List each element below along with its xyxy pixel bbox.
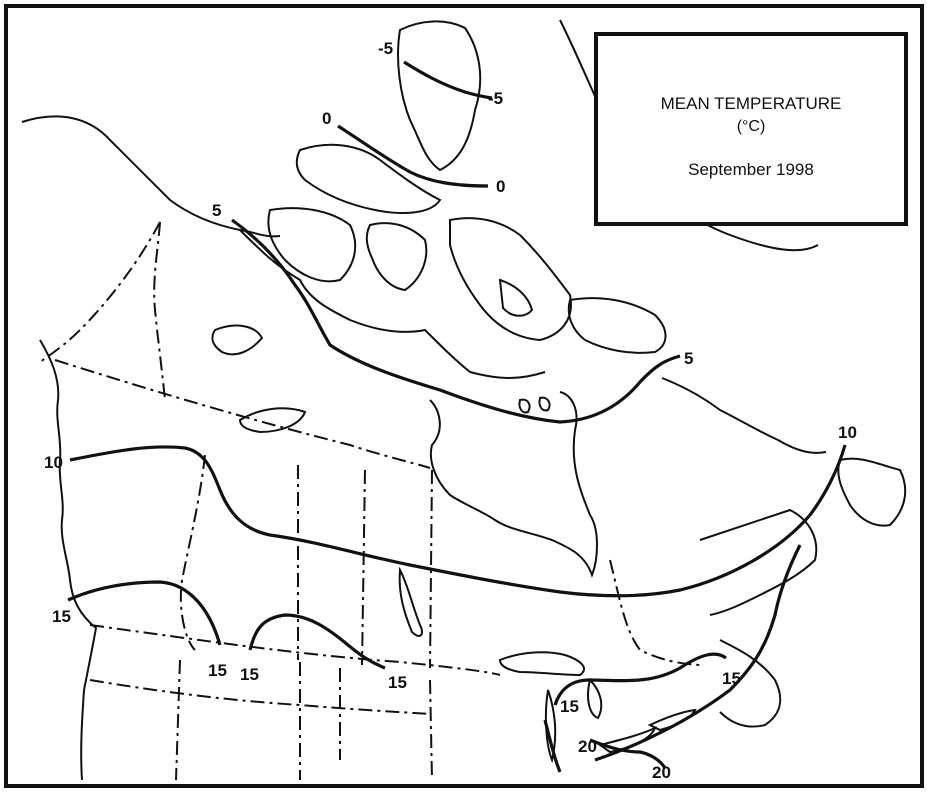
ontario-quebec: [609, 559, 701, 666]
yukon-nwt: [153, 221, 166, 401]
newfoundland: [837, 457, 907, 527]
legend-title: MEAN TEMPERATURE: [660, 94, 842, 113]
lake-winnipeg: [398, 566, 423, 637]
territories-southern-boundary: [54, 359, 431, 469]
isotherm-15-west: [67, 580, 222, 646]
isotherm-15-east: [553, 652, 727, 706]
legend-box: MEAN TEMPERATURE (°C) September 1998: [594, 32, 908, 226]
label-15-d: 15: [388, 673, 407, 692]
label-0-a: 0: [322, 109, 331, 128]
labrador-coast: [661, 377, 827, 454]
label-10-b: 10: [838, 423, 857, 442]
label-5-a: 5: [212, 201, 221, 220]
isotherm-labels: -5 -5 0 0 5 5 10 10 15 15 15 15 15 15 20…: [44, 39, 857, 782]
label-20-b: 20: [652, 763, 671, 782]
bc-alberta: [179, 454, 206, 651]
arctic-mainland-coast: [239, 229, 546, 379]
legend-period: September 1998: [688, 160, 814, 179]
label-15-a: 15: [52, 607, 71, 626]
pacific-coast: [39, 339, 98, 781]
isotherm-neg5: [403, 60, 493, 100]
boundaries: [39, 221, 701, 781]
map-frame: [4, 4, 924, 788]
isotherm-0: [337, 124, 489, 188]
sask-manitoba: [361, 469, 366, 666]
alaska-coast: [21, 115, 281, 238]
lake-superior: [498, 651, 585, 677]
maritimes-coast: [719, 639, 782, 728]
isotherms: [67, 60, 847, 773]
label-10-a: 10: [44, 453, 63, 472]
isotherm-15-ne: [594, 544, 802, 762]
alaska-boundary: [39, 221, 161, 363]
arctic-islands: [267, 20, 667, 414]
hudson-bay-coast: [429, 391, 598, 578]
lakes: [211, 324, 697, 764]
legend-unit: (°C): [736, 118, 766, 135]
isotherm-15-prairie: [248, 613, 386, 670]
label-15-b: 15: [208, 661, 227, 680]
us-border: [89, 624, 501, 676]
isotherm-10: [69, 444, 847, 598]
isotherm-15-lakes: [543, 719, 562, 773]
label-15-e: 15: [560, 697, 579, 716]
isotherm-5: [231, 218, 681, 424]
isotherm-20: [589, 738, 667, 769]
label-neg5-b: -5: [488, 89, 503, 108]
label-5-b: 5: [684, 349, 693, 368]
label-0-b: 0: [496, 177, 505, 196]
label-20-a: 20: [578, 737, 597, 756]
label-neg5-a: -5: [378, 39, 393, 58]
great-slave-lake: [238, 407, 307, 434]
gulf-stlawrence-coast: [699, 508, 818, 616]
lake-huron: [587, 678, 603, 720]
label-15-f: 15: [722, 669, 741, 688]
manitoba-ontario: [429, 469, 433, 669]
label-15-c: 15: [240, 665, 259, 684]
us-states: [89, 659, 433, 781]
lake-michigan: [544, 689, 557, 764]
great-bear-lake: [211, 324, 264, 356]
